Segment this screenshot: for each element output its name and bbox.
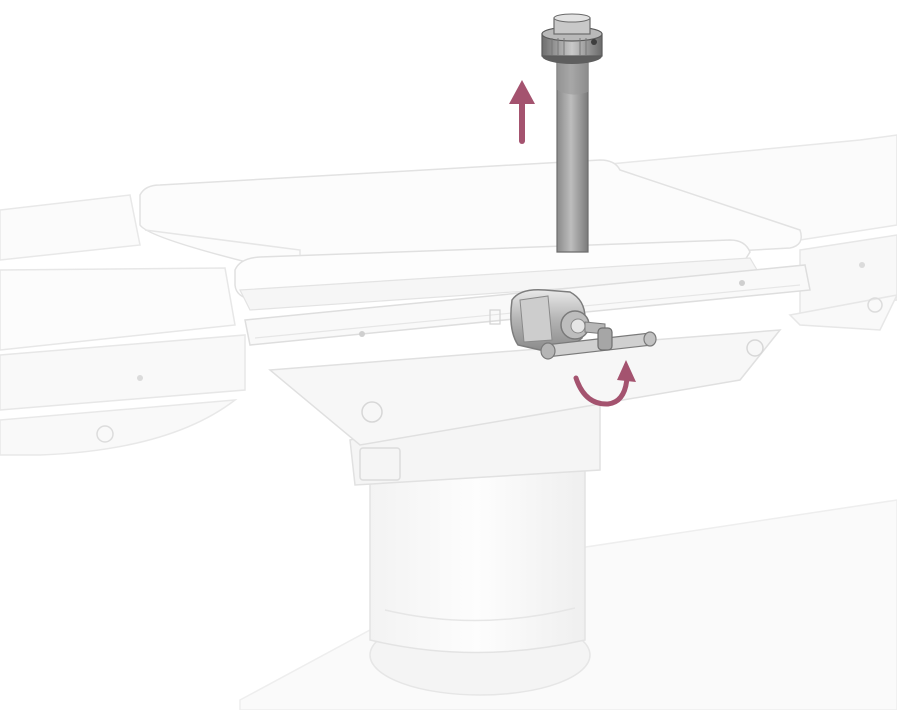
bar-knob[interactable] — [541, 13, 603, 64]
rail-clamp[interactable] — [510, 288, 657, 360]
table-right-segments — [599, 134, 897, 331]
seat-cushion — [234, 239, 762, 311]
screw-icon — [361, 401, 383, 423]
screw-icon — [96, 425, 114, 443]
screw-icon — [867, 297, 883, 313]
table-column — [369, 459, 586, 654]
screw-icon — [746, 339, 764, 357]
screw-icon — [859, 262, 865, 268]
screw-icon — [359, 331, 365, 337]
vertical-bar[interactable] — [541, 13, 603, 253]
screw-icon — [137, 375, 143, 381]
table-left-segments — [0, 194, 246, 456]
arrow-up-icon — [509, 80, 535, 144]
table-base-block — [268, 329, 782, 486]
screw-icon — [739, 280, 745, 286]
rotate-arrow-icon — [573, 360, 636, 407]
